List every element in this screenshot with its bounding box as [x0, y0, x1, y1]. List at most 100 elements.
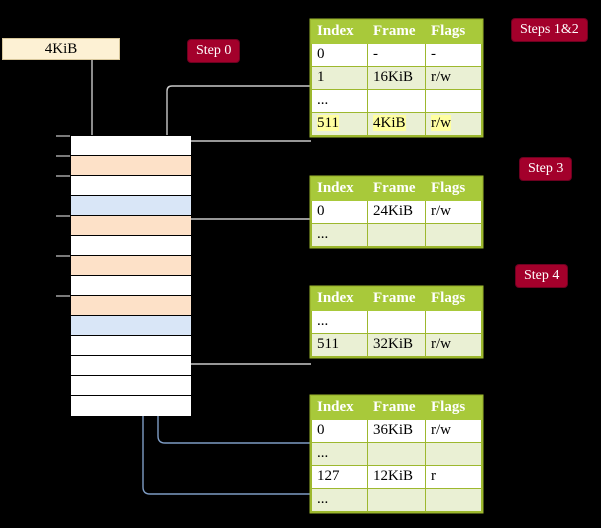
table-row: ...: [311, 310, 482, 334]
table-cell-index: ...: [311, 488, 368, 512]
table-cell-index: 511: [311, 333, 368, 357]
memory-frame-row: [71, 256, 191, 276]
memory-tick: [56, 155, 70, 157]
table-row: 511 32KiB r/w: [311, 333, 482, 357]
column-header-frame: Frame: [367, 177, 426, 201]
table-cell-index: 1: [311, 66, 368, 90]
table-cell-flags: r/w: [425, 66, 482, 90]
table-cell-index: 0: [311, 43, 368, 67]
memory-tick: [56, 175, 70, 177]
table-row: 511 4KiB r/w: [311, 112, 482, 136]
step-badge-4-label: Step 4: [524, 268, 560, 283]
column-header-index: Index: [311, 396, 368, 420]
table-cell-index: 0: [311, 200, 368, 224]
memory-frame-row: [71, 136, 191, 156]
cell-value: 0: [317, 422, 325, 438]
cell-value: ...: [317, 226, 329, 242]
table-cell-index: 511: [311, 112, 368, 136]
memory-frame-row: [71, 276, 191, 296]
cell-value: ...: [317, 445, 329, 461]
column-header-flags: Flags: [425, 396, 482, 420]
table-cell-frame: [367, 310, 426, 334]
table-cell-frame: 4KiB: [367, 112, 426, 136]
table-row: 1 16KiB r/w: [311, 66, 482, 90]
cell-value: r/w: [431, 336, 451, 352]
cell-value: -: [431, 46, 436, 62]
memory-frame-row: [71, 196, 191, 216]
table-cell-frame: [367, 89, 426, 113]
cell-value: 0: [317, 46, 325, 62]
cell-value: 32KiB: [373, 336, 414, 352]
table-row: 0 - -: [311, 43, 482, 67]
memory-frame-row: [71, 356, 191, 376]
table-cell-flags: r/w: [425, 333, 482, 357]
memory-frame-row: [71, 336, 191, 356]
table-cell-flags: [425, 89, 482, 113]
memory-frame-row: [71, 396, 191, 416]
table-cell-index: 0: [311, 419, 368, 443]
column-header-flags: Flags: [425, 20, 482, 44]
table-row: ...: [311, 488, 482, 512]
cell-value: ...: [317, 491, 329, 507]
table-cell-flags: r/w: [425, 419, 482, 443]
memory-frame-row: [71, 156, 191, 176]
cell-value: 511: [317, 336, 339, 352]
cell-value: -: [373, 46, 378, 62]
table-cell-frame: 12KiB: [367, 465, 426, 489]
step-badge-1-2: Steps 1&2: [512, 19, 587, 41]
table-cell-frame: 16KiB: [367, 66, 426, 90]
column-header-flags: Flags: [425, 177, 482, 201]
step-badge-1-2-label: Steps 1&2: [520, 22, 579, 37]
table-cell-flags: [425, 310, 482, 334]
memory-tick: [56, 295, 70, 297]
memory-frame-row: [71, 296, 191, 316]
step-badge-3: Step 3: [520, 158, 572, 180]
table-cell-frame: 24KiB: [367, 200, 426, 224]
cell-value: ...: [317, 313, 329, 329]
table-cell-flags: -: [425, 43, 482, 67]
table-row: ...: [311, 89, 482, 113]
column-header-flags: Flags: [425, 287, 482, 311]
source-frame-box: 4KiB: [2, 38, 120, 60]
table-cell-frame: -: [367, 43, 426, 67]
cell-value: 16KiB: [373, 69, 414, 85]
memory-frame-row: [71, 176, 191, 196]
table-row: ...: [311, 442, 482, 466]
memory-frame-row: [71, 216, 191, 236]
memory-frame-row: [71, 236, 191, 256]
cell-value: 24KiB: [373, 203, 414, 219]
table-cell-index: 127: [311, 465, 368, 489]
memory-tick: [56, 215, 70, 217]
memory-tick: [56, 135, 70, 137]
physical-memory-column: [70, 135, 191, 416]
cell-value: 0: [317, 203, 325, 219]
cell-value: r/w: [431, 115, 451, 131]
step-badge-0: Step 0: [188, 40, 240, 62]
table-cell-index: ...: [311, 442, 368, 466]
cell-value: 127: [317, 468, 340, 484]
table-cell-frame: 32KiB: [367, 333, 426, 357]
table-cell-flags: [425, 223, 482, 247]
column-header-frame: Frame: [367, 396, 426, 420]
step-badge-0-label: Step 0: [196, 43, 232, 58]
step-badge-3-label: Step 3: [528, 161, 564, 176]
cell-value: 1: [317, 69, 325, 85]
table-row: 0 36KiB r/w: [311, 419, 482, 443]
table-row: 0 24KiB r/w: [311, 200, 482, 224]
table-cell-index: ...: [311, 223, 368, 247]
cell-value: 36KiB: [373, 422, 414, 438]
table-cell-frame: [367, 488, 426, 512]
table-cell-index: ...: [311, 310, 368, 334]
table-cell-flags: r/w: [425, 200, 482, 224]
cell-value: r/w: [431, 422, 451, 438]
cell-value: 511: [317, 115, 339, 131]
table-cell-frame: 36KiB: [367, 419, 426, 443]
column-header-index: Index: [311, 177, 368, 201]
